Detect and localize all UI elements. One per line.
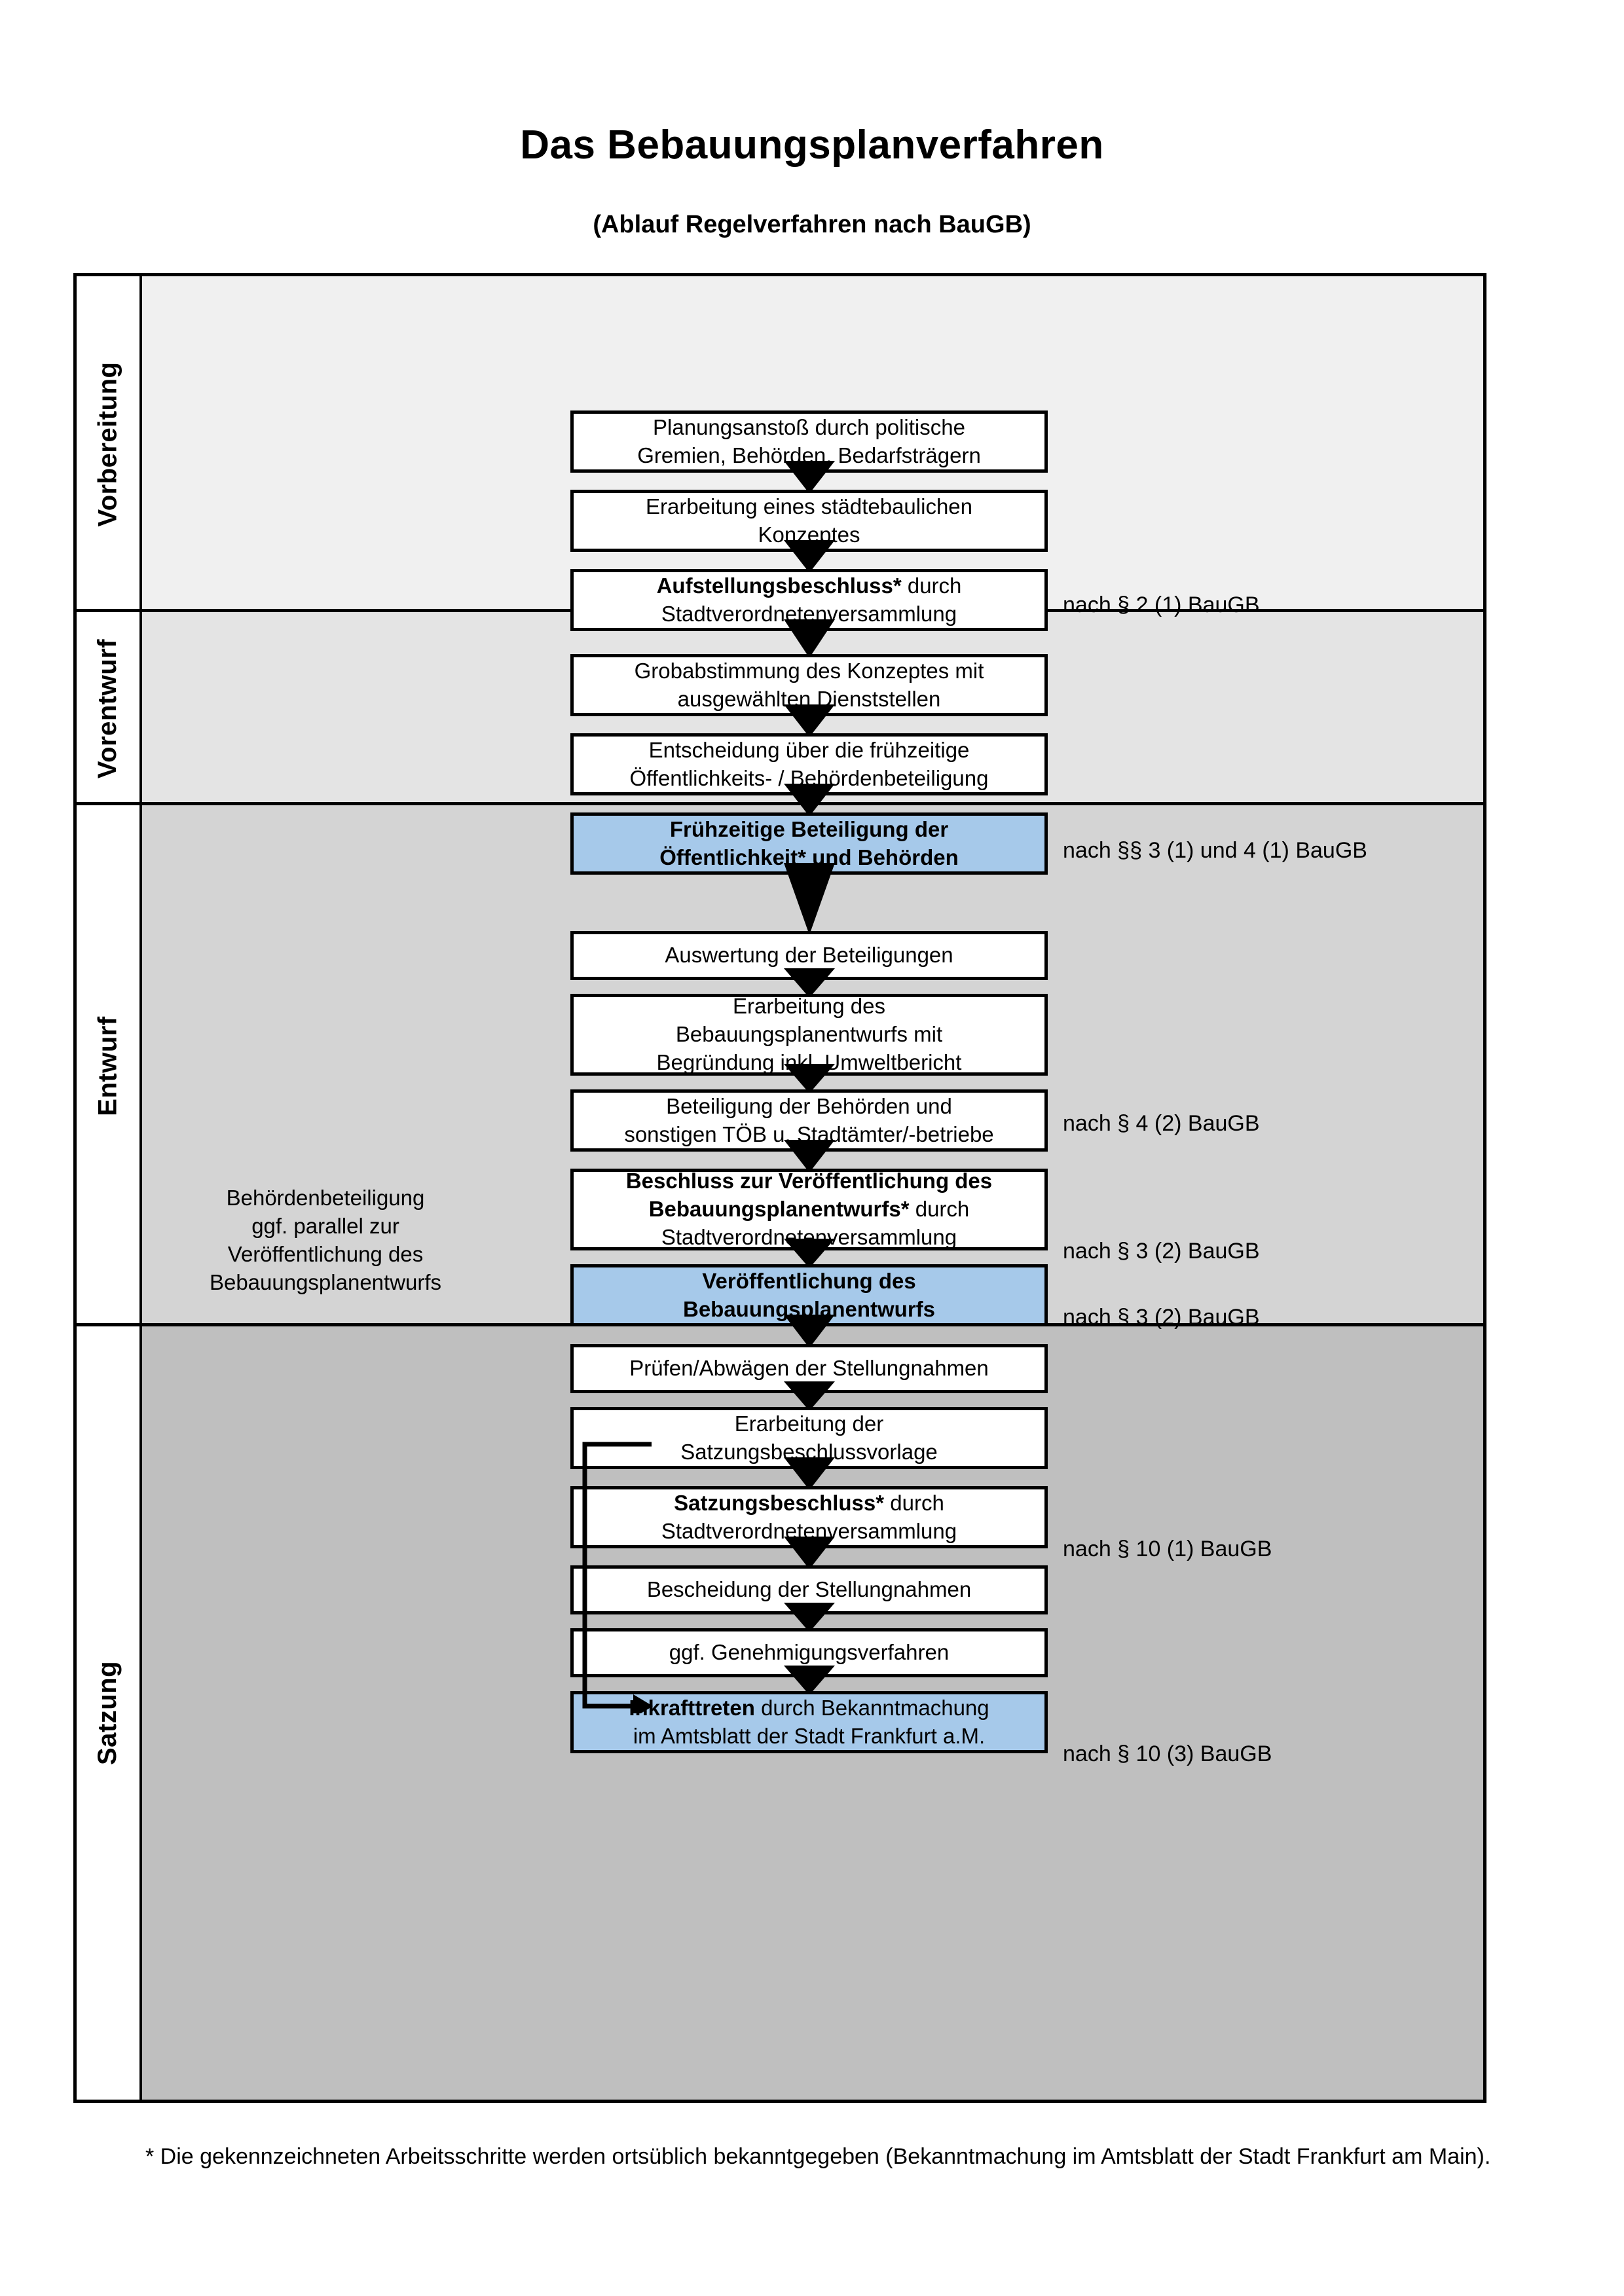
process-box-text: Inkrafttreten durch Bekanntmachung im Amt… bbox=[629, 1694, 989, 1751]
process-box-line: Auswertung der Beteiligungen bbox=[665, 943, 953, 968]
flow-arrow-down bbox=[783, 968, 835, 998]
process-box-line: Beteiligung der Behörden und bbox=[666, 1093, 952, 1118]
phase-label-vorentwurf: Vorentwurf bbox=[93, 638, 122, 779]
flow-arrow-down bbox=[783, 1537, 835, 1569]
flow-arrow-down bbox=[783, 1457, 835, 1490]
process-box-line: Beschluss zur Veröffentlichung des bbox=[625, 1169, 993, 1194]
parallel-flow-connector-arrow bbox=[582, 1442, 653, 1713]
flow-arrow-down bbox=[783, 1239, 835, 1268]
phase-label-cell-satzung: Satzung bbox=[77, 1326, 139, 2100]
flow-arrow-down bbox=[783, 461, 835, 494]
process-box-text: Auswertung der Beteiligungen bbox=[665, 941, 953, 970]
phase-label-entwurf: Entwurf bbox=[93, 1015, 122, 1116]
side-note-line: ggf. parallel zur bbox=[251, 1213, 399, 1238]
legal-reference-fruehzeitige-beteiligung: nach §§ 3 (1) und 4 (1) BauGB bbox=[1063, 838, 1367, 863]
flow-arrow-down bbox=[783, 540, 835, 573]
flow-arrow-down bbox=[783, 1603, 835, 1632]
phase-label-cell-vorbereitung: Vorbereitung bbox=[77, 276, 139, 612]
process-box-text: ggf. Genehmigungsverfahren bbox=[669, 1639, 949, 1667]
flow-arrow-down bbox=[783, 784, 835, 816]
process-box-line: Erarbeitung des bbox=[733, 994, 885, 1019]
label-column-divider bbox=[139, 276, 142, 2100]
flow-arrow-down bbox=[783, 1666, 835, 1695]
flow-arrow-down bbox=[783, 1381, 835, 1411]
process-box-line: Erarbeitung eines städtebaulichen bbox=[645, 494, 972, 519]
process-box-line: Frühzeitige Beteiligung der bbox=[669, 816, 949, 841]
phase-band-separator bbox=[77, 802, 1483, 805]
process-box-line: Planungsanstoß durch politische bbox=[653, 414, 965, 439]
phase-label-cell-vorentwurf: Vorentwurf bbox=[77, 612, 139, 805]
page-title: Das Bebauungsplanverfahren bbox=[520, 122, 1104, 168]
process-box-line: Erarbeitung der bbox=[734, 1411, 884, 1436]
page-subtitle: (Ablauf Regelverfahren nach BauGB) bbox=[593, 211, 1031, 238]
phase-label-vorbereitung: Vorbereitung bbox=[93, 361, 122, 527]
side-note-line: Bebauungsplanentwurfs bbox=[209, 1269, 442, 1294]
legal-reference-veroeffentlichung-bplanentwurf: nach § 3 (2) BauGB bbox=[1063, 1305, 1260, 1330]
flow-arrow-down bbox=[783, 704, 835, 737]
process-box-line: Entscheidung über die frühzeitige bbox=[648, 737, 970, 762]
process-box-text: Bescheidung der Stellungnahmen bbox=[647, 1576, 971, 1604]
process-box-line: Prüfen/Abwägen der Stellungnahmen bbox=[629, 1356, 989, 1381]
flow-arrow-down bbox=[783, 619, 835, 658]
legal-reference-inkrafttreten: nach § 10 (3) BauGB bbox=[1063, 1741, 1272, 1766]
flow-arrow-down bbox=[783, 1140, 835, 1173]
side-note-line: Behördenbeteiligung bbox=[226, 1186, 425, 1210]
legal-reference-beschluss-veroeffentlichung: nach § 3 (2) BauGB bbox=[1063, 1239, 1260, 1264]
phase-label-cell-entwurf: Entwurf bbox=[77, 805, 139, 1326]
legal-reference-beteiligung-behoerden-toeb: nach § 4 (2) BauGB bbox=[1063, 1111, 1260, 1136]
flow-arrow-down bbox=[783, 1315, 835, 1348]
phase-label-satzung: Satzung bbox=[93, 1660, 122, 1766]
process-box-line: ggf. Genehmigungsverfahren bbox=[669, 1640, 950, 1665]
process-box-line: Veröffentlichung des bbox=[702, 1268, 916, 1293]
footnote-text: * Die gekennzeichneten Arbeitsschritte w… bbox=[145, 2144, 1491, 2169]
side-note-line: Veröffentlichung des bbox=[227, 1241, 424, 1266]
process-box-line: Bebauungsplanentwurfs* durch bbox=[648, 1197, 970, 1222]
process-box-line: Grobabstimmung des Konzeptes mit bbox=[634, 658, 984, 683]
legal-reference-satzungsbeschluss: nach § 10 (1) BauGB bbox=[1063, 1537, 1272, 1561]
legal-reference-aufstellungsbeschluss: nach § 2 (1) BauGB bbox=[1063, 592, 1260, 617]
flow-arrow-down bbox=[783, 863, 835, 935]
process-box-text: Prüfen/Abwägen der Stellungnahmen bbox=[629, 1355, 989, 1383]
flow-arrow-down bbox=[783, 1064, 835, 1093]
process-box-line: Bescheidung der Stellungnahmen bbox=[646, 1577, 972, 1602]
process-box-inkrafttreten: Inkrafttreten durch Bekanntmachung im Amt… bbox=[570, 1691, 1048, 1753]
process-box-line: im Amtsblatt der Stadt Frankfurt a.M. bbox=[633, 1723, 986, 1748]
process-box-line: Satzungsbeschluss* durch bbox=[674, 1490, 944, 1515]
process-box-line: Bebauungsplanentwurfs mit bbox=[675, 1022, 943, 1047]
process-box-line: Aufstellungsbeschluss* durch bbox=[656, 573, 962, 598]
process-box-line: Inkrafttreten durch Bekanntmachung bbox=[629, 1695, 989, 1720]
